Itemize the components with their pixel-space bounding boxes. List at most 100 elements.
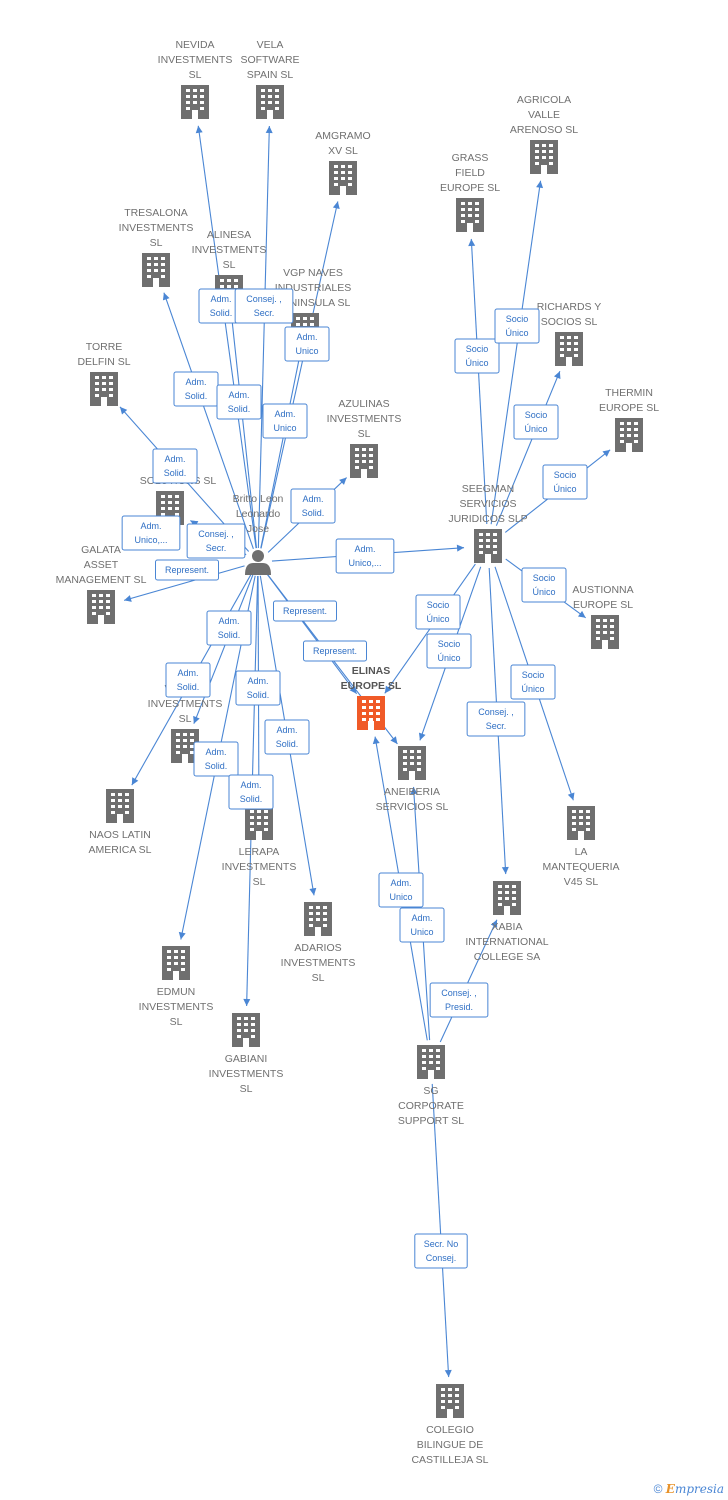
relation-label-consej-secr[interactable]: Consej. ,Secr. [186, 523, 246, 559]
relation-label-text: Adm. [247, 676, 268, 686]
company-name-line: INVESTMENTS [281, 957, 356, 969]
company-name-line: XV SL [328, 145, 358, 157]
relation-label-adm-solid[interactable]: Adm.Solid. [290, 488, 336, 524]
relation-label-adm-solid[interactable]: Adm.Solid. [216, 384, 262, 420]
relation-label-text: Solid. [228, 404, 251, 414]
relation-label-text: Adm. [177, 668, 198, 678]
relation-label-text: Único [521, 684, 544, 694]
relation-label-box [262, 403, 308, 439]
relation-label-text: Represent. [283, 606, 327, 616]
relation-label-adm-solid[interactable]: Adm.Solid. [152, 448, 198, 484]
relation-label-adm-unico-etc[interactable]: Adm.Unico,... [335, 538, 395, 574]
company-name-line: EDMUN [157, 986, 196, 998]
company-name-line: V45 SL [564, 876, 599, 888]
relation-label-represent[interactable]: Represent. [155, 559, 219, 581]
relation-label-text: Adm. [390, 878, 411, 888]
building-icon [329, 161, 357, 195]
arrowhead [332, 201, 340, 210]
relation-label-box [399, 907, 445, 943]
relation-label-consej-secr[interactable]: Consej. ,Secr. [234, 288, 294, 324]
relation-label-text: Secr. [486, 721, 507, 731]
relation-label-adm-solid[interactable]: Adm.Solid. [173, 371, 219, 407]
arrowhead [339, 477, 347, 485]
relation-label-consej-secr[interactable]: Consej. ,Secr. [466, 701, 526, 737]
relation-label-box [273, 600, 337, 622]
relation-label-box [542, 464, 588, 500]
relation-label-text: Presid. [445, 1002, 473, 1012]
company-name-line: VALLE [528, 109, 560, 121]
person-name-line: Britto Leon [233, 493, 284, 505]
relation-label-text: Adm. [240, 780, 261, 790]
relation-label-adm-unico[interactable]: Adm.Unico [262, 403, 308, 439]
company-name-line: COLEGIO [426, 1424, 474, 1436]
building-icon [256, 85, 284, 119]
company-name-line: INVESTMENTS [222, 861, 297, 873]
relation-label-adm-solid[interactable]: Adm.Solid. [235, 670, 281, 706]
company-name-line: AUSTIONNA [572, 584, 633, 596]
relation-label-box [426, 633, 472, 669]
relation-label-adm-unico[interactable]: Adm.Unico [399, 907, 445, 943]
relation-label-adm-solid[interactable]: Adm.Solid. [206, 610, 252, 646]
relation-label-text: Socio [554, 470, 577, 480]
relation-label-adm-unico[interactable]: Adm.Unico [284, 326, 330, 362]
arrowhead [309, 887, 317, 896]
relation-label-box [415, 594, 461, 630]
relation-label-adm-solid[interactable]: Adm.Solid. [228, 774, 274, 810]
relation-label-adm-solid[interactable]: Adm.Solid. [264, 719, 310, 755]
company-name-line: SL [253, 876, 266, 888]
building-icon [417, 1045, 445, 1079]
relation-label-text: Socio [506, 314, 529, 324]
relation-label-text: Unico [273, 423, 296, 433]
relation-label-represent[interactable]: Represent. [303, 640, 367, 662]
arrowhead [567, 792, 575, 801]
company-name-line: SL [179, 713, 192, 725]
company-name-line: SL [189, 69, 202, 81]
building-icon [474, 529, 502, 563]
relation-label-adm-solid[interactable]: Adm.Solid. [165, 662, 211, 698]
building-icon [493, 881, 521, 915]
edge-p-amgramo [260, 201, 339, 549]
relation-label-adm-unico-etc[interactable]: Adm.Unico,... [121, 515, 181, 551]
relation-label-adm-solid[interactable]: Adm.Solid. [193, 741, 239, 777]
relation-label-represent[interactable]: Represent. [273, 600, 337, 622]
relation-label-consej-presid[interactable]: Consej. ,Presid. [429, 982, 489, 1018]
relation-label-adm-unico[interactable]: Adm.Unico [378, 872, 424, 908]
relation-label-text: Adm. [354, 544, 375, 554]
